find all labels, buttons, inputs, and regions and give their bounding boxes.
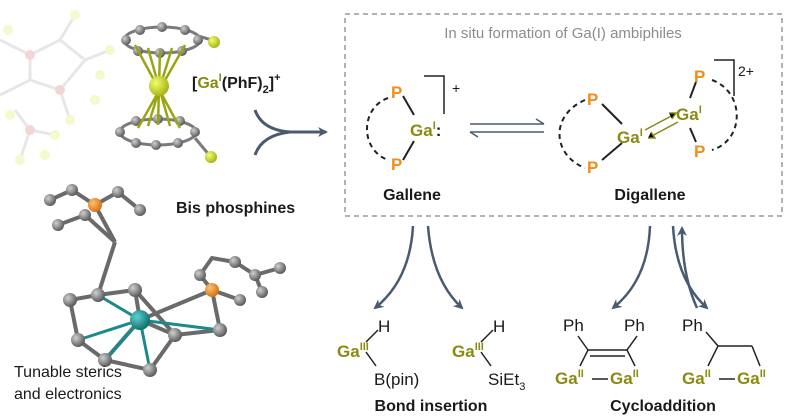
equilibrium-arrows: [469, 118, 545, 138]
bisphosphines-label: Bis phosphines: [176, 200, 295, 217]
bpin-h: H: [378, 317, 390, 336]
gallene-p-top: P: [391, 83, 402, 102]
digallene-ga-left: GaI: [617, 127, 643, 147]
tunable-label-line1: Tunable sterics: [14, 364, 122, 381]
product-cycloaddition-alkene: Ph GaII GaII: [682, 316, 766, 388]
cyclo2-ga-left: GaII: [682, 368, 711, 388]
gallene-structure: + P P GaI:: [366, 75, 460, 174]
digallene-p2: P: [587, 158, 598, 177]
box-header: In situ formation of Ga(I) ambiphiles: [444, 25, 682, 42]
merge-arrow: [253, 109, 328, 156]
gallene-ga: GaI:: [410, 120, 441, 140]
cyclo2-ga-right: GaII: [737, 368, 766, 388]
cyclo2-ph: Ph: [682, 316, 703, 335]
bond-insertion-label: Bond insertion: [375, 398, 488, 415]
product-cycloaddition-alkyne: Ph Ph GaII GaII: [555, 316, 645, 388]
digallene-charge: 2+: [738, 63, 754, 79]
digallene-ga-right: GaI: [676, 104, 702, 124]
digallene-label: Digallene: [614, 187, 685, 204]
digallene-p1: P: [587, 90, 598, 109]
gallene-p-bottom: P: [391, 155, 402, 174]
bpin-ga: GaIII: [337, 341, 369, 361]
gallene-label: Gallene: [383, 187, 441, 204]
silyl-ga: GaIII: [452, 341, 484, 361]
digallene-structure: 2+ P P P P GaI GaI: [558, 59, 754, 177]
in-situ-formation-box: [344, 13, 783, 217]
tunable-label-line2: and electronics: [14, 386, 122, 403]
gallene-charge: +: [452, 80, 460, 96]
cyclo1-ga-left: GaII: [555, 368, 584, 388]
gallium-sandwich-structure: [115, 22, 220, 163]
bisphosphine-complex-structure: [44, 184, 286, 377]
cyclo1-ph-right: Ph: [624, 316, 645, 335]
cyclo1-ph-left: Ph: [563, 316, 584, 335]
cycloaddition-label: Cycloaddition: [610, 398, 716, 415]
digallene-p3: P: [694, 67, 705, 86]
digallene-p4: P: [694, 142, 705, 161]
faded-anion-structure: [0, 10, 115, 165]
reagent-formula: [GaI(PhF)2]+: [192, 72, 281, 96]
reaction-arrows: [373, 225, 709, 310]
product-bpin: GaIII H B(pin): [337, 317, 419, 389]
cyclo1-ga-right: GaII: [610, 368, 639, 388]
bpin-group: B(pin): [374, 370, 419, 389]
silyl-h: H: [493, 317, 505, 336]
product-silyl: GaIII H SiEt3: [452, 317, 525, 393]
silyl-group: SiEt3: [488, 370, 525, 393]
